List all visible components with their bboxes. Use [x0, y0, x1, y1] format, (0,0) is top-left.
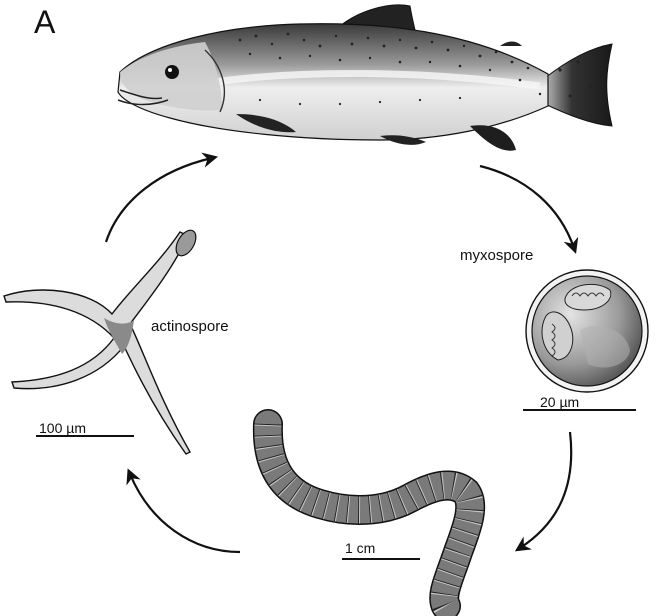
arrow-actinospore-to-fish — [104, 152, 219, 243]
label-actinospore: actinospore — [151, 318, 229, 335]
fish-eye — [165, 65, 179, 79]
scale-label-worm: 1 cm — [345, 540, 376, 556]
actinospore-sporoplasm — [175, 229, 197, 257]
polar-capsule-top — [564, 283, 612, 311]
fish-anal-fin — [470, 125, 516, 151]
scale-label-myxospore: 20 µm — [540, 394, 580, 410]
oligochaete-worm — [252, 409, 486, 616]
arrow-fish-to-myxospore — [479, 164, 579, 254]
fish-gill — [204, 49, 226, 113]
arrow-myxospore-to-worm — [514, 431, 573, 552]
scale-label-actinospore: 100 µm — [39, 420, 86, 436]
actinospore-drawing — [3, 229, 197, 455]
fish-mouth — [117, 89, 169, 106]
myxospore-drawing — [525, 269, 649, 393]
fish-pectoral-fin — [236, 114, 296, 133]
fish-tail — [544, 43, 613, 127]
panel-letter: A — [34, 4, 56, 40]
fish-pelvic-fin — [380, 135, 426, 145]
fish-body — [117, 23, 549, 141]
trout-fish — [117, 4, 613, 151]
polar-capsule-left — [541, 311, 574, 361]
cycle-arrows — [104, 152, 579, 554]
arrow-worm-to-actinospore — [126, 468, 241, 554]
actinospore-shape — [3, 231, 191, 455]
fish-adipose-fin — [500, 41, 522, 46]
label-myxospore: myxospore — [460, 247, 534, 264]
fish-spots — [238, 32, 600, 110]
